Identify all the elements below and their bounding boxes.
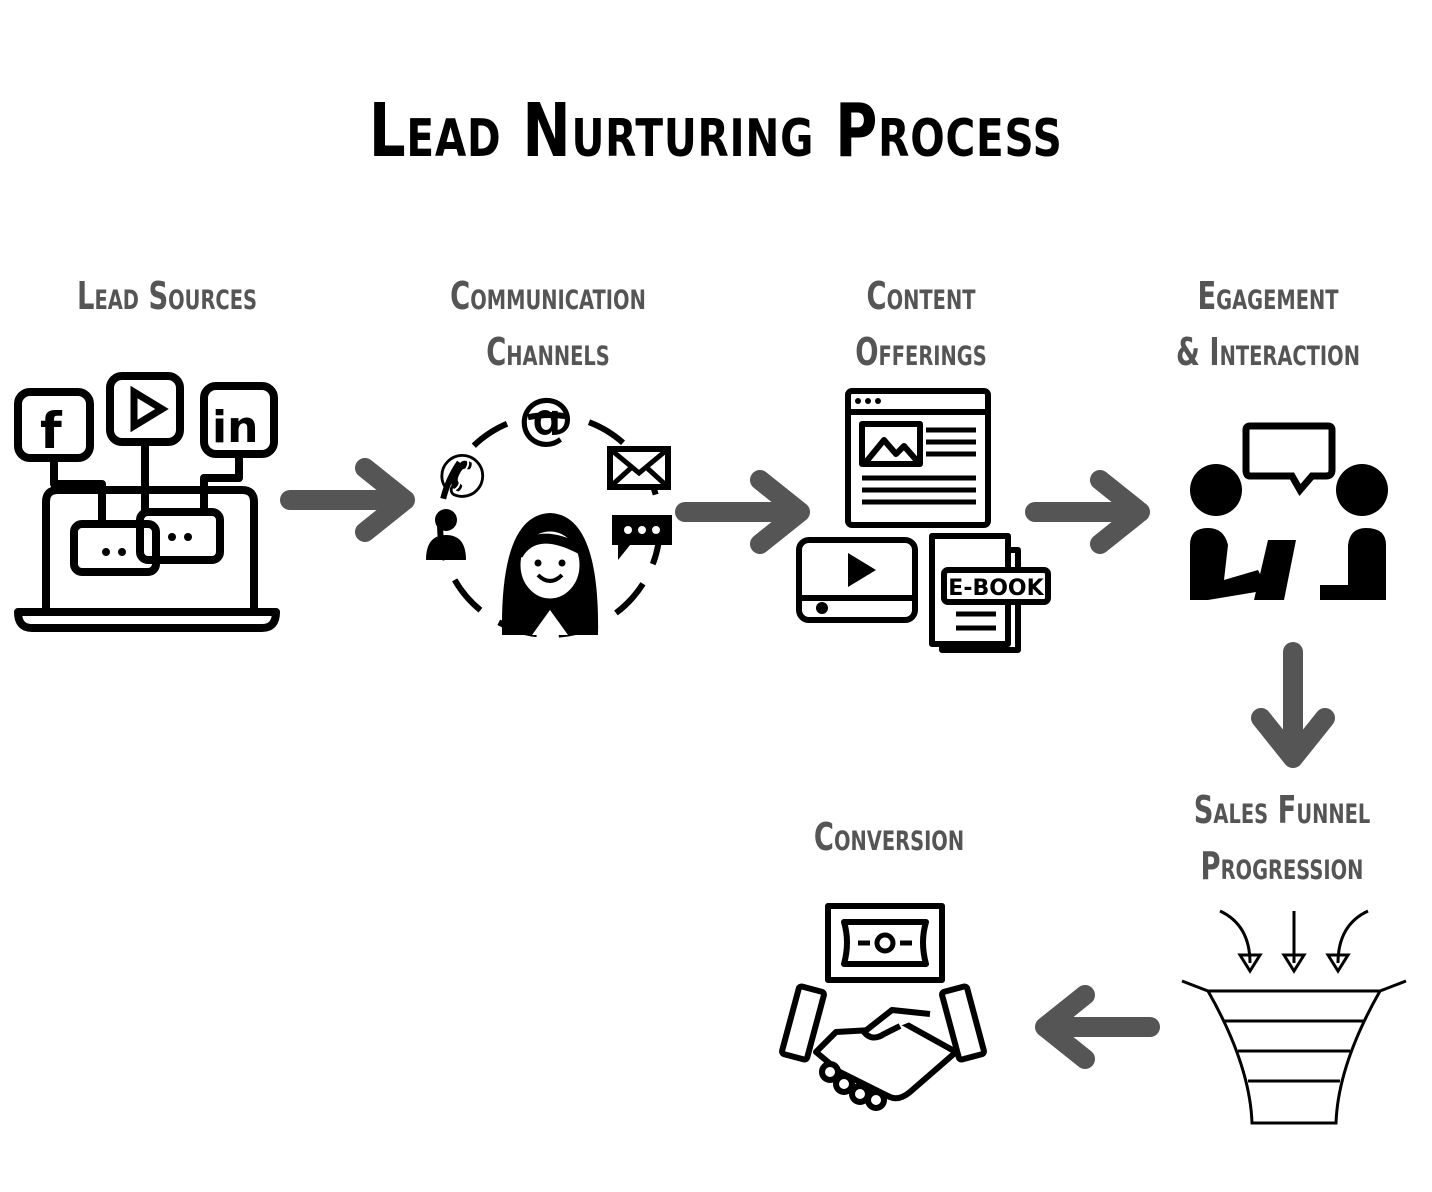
svg-text:f: f (40, 402, 63, 460)
label-line: Egagement (1197, 274, 1339, 318)
label-line: Channels (486, 330, 610, 374)
laptop-social-icon: f in (14, 372, 280, 632)
communication-channels-icon: @ ✆ (426, 386, 672, 638)
svg-text:✆: ✆ (438, 443, 487, 511)
content-icon: E-BOOK (796, 388, 1051, 653)
handshake-money-icon (779, 903, 987, 1111)
label-line: Communication (450, 274, 646, 318)
label-line: Offerings (855, 330, 987, 374)
step-label-engagement: Egagement & Interaction (1088, 268, 1432, 380)
page-title: Lead Nurturing Process (0, 88, 1432, 174)
label-line: & Interaction (1176, 330, 1360, 374)
step-label-conversion: Conversion (709, 809, 1069, 865)
svg-text:@: @ (518, 386, 574, 451)
label-line: Content (866, 274, 976, 318)
ebook-label: E-BOOK (948, 576, 1044, 601)
title-text: Lead Nurturing Process (369, 88, 1063, 174)
label-line: Lead Sources (77, 274, 257, 318)
conversation-icon (1190, 422, 1388, 600)
funnel-icon (1181, 909, 1407, 1125)
label-line: Sales Funnel (1193, 788, 1371, 832)
svg-text:in: in (212, 402, 258, 453)
label-line: Progression (1200, 844, 1364, 888)
step-label-lead-sources: Lead Sources (0, 268, 347, 324)
label-line: Conversion (813, 815, 965, 859)
